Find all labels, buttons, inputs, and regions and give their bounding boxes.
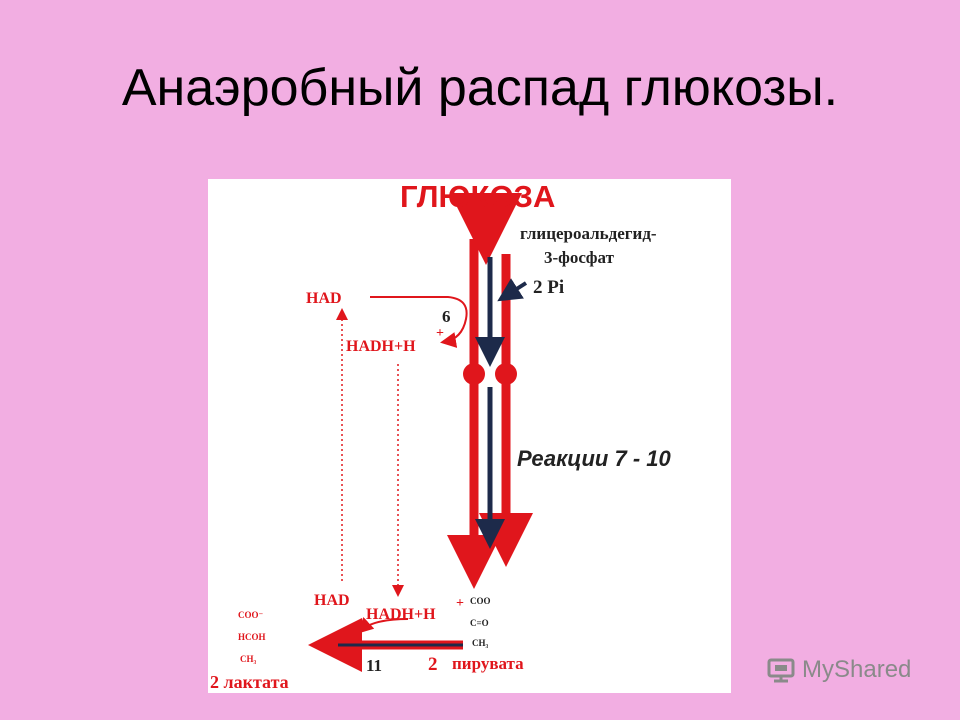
pyruvate-label: пирувата xyxy=(452,654,524,673)
plus-top-label: + xyxy=(436,326,444,341)
nadh-top-label: НАDН+Н xyxy=(346,338,416,355)
lactate-label: 2 лактата xyxy=(210,672,289,692)
watermark: MyShared xyxy=(766,656,911,684)
plus-bottom-label: + xyxy=(456,596,464,611)
pathway-arrows xyxy=(308,193,533,672)
pyruvate-count: 2 xyxy=(428,654,438,675)
nad-bottom-label: НАD xyxy=(314,592,350,609)
pi-label: 2 Pi xyxy=(533,277,565,298)
glycolysis-diagram: ГЛЮКОЗА глицероальдегид- 3-фосфат 2 Pi Н… xyxy=(208,179,731,693)
phosphate-label: 3-фосфат xyxy=(544,248,614,267)
lactate-ch3: CH₃ xyxy=(240,654,257,664)
pyruvate-ch3: CH₃ xyxy=(472,638,489,648)
nad-top-arrow xyxy=(370,296,468,348)
reaction-6-number: 6 xyxy=(442,307,451,326)
reactions-label: Реакции 7 - 10 xyxy=(517,446,671,471)
junction-left xyxy=(463,363,485,385)
junction-right xyxy=(495,363,517,385)
glucose-label: ГЛЮКОЗА xyxy=(400,179,556,214)
glyceraldehyde-label: глицероальдегид- xyxy=(520,224,657,243)
nad-top-label: НАD xyxy=(306,290,342,307)
watermark-text: MyShared xyxy=(802,656,912,683)
page-title: Анаэробный распад глюкозы. xyxy=(121,59,839,117)
myshared-logo-icon xyxy=(767,658,795,683)
lactate-hcoh: HCOH xyxy=(238,632,266,642)
pi-arrow xyxy=(497,278,528,302)
pyruvate-co: C=O xyxy=(470,618,489,628)
lactate-coo: COO⁻ xyxy=(238,610,264,620)
nadh-bottom-label: НАDН+Н xyxy=(366,606,436,623)
reaction-11-number: 11 xyxy=(366,656,383,675)
nadh-to-nad-arrow xyxy=(357,616,409,634)
pyruvate-coo: COO xyxy=(470,596,491,606)
